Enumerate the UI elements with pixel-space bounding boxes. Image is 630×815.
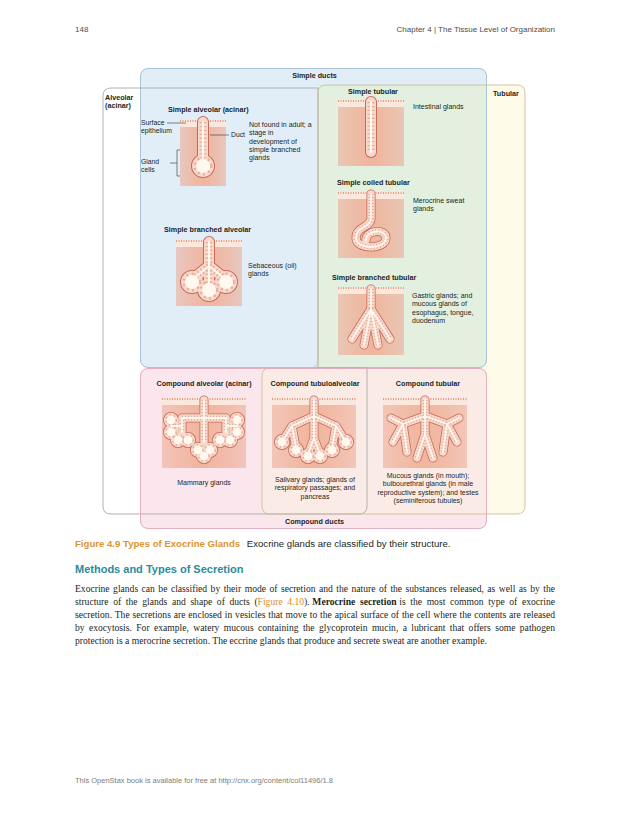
gland-example: Salivary glands; glands of respiratory p… <box>264 476 366 501</box>
figure-title: Figure 4.9 Types of Exocrine Glands <box>75 538 240 549</box>
gland-example: Mucous glands (in mouth); bulbourethral … <box>372 472 484 505</box>
figure-caption: Figure 4.9 Types of Exocrine Glands Exocr… <box>75 538 555 549</box>
gland-example: Sebaceous (oil) glands <box>248 262 306 279</box>
key-term: Merocrine secretion <box>312 596 396 607</box>
gland-panel: Compound tubularMucous glands (in mouth)… <box>372 377 486 513</box>
region-label: Tubular <box>493 90 523 98</box>
gland-name: Compound tubular <box>372 380 484 389</box>
region-outline: Tubular <box>262 85 525 514</box>
footer-note: This OpenStax book is available for free… <box>75 776 555 785</box>
body-paragraph: Exocrine glands can be classified by the… <box>75 582 555 647</box>
region-band: Compound alveolar (acinar) Mammary glands… <box>140 368 487 529</box>
page-number: 148 <box>75 25 135 34</box>
outline-path <box>262 85 525 514</box>
bracket <box>170 150 180 176</box>
compound-tubuloalveolar-gland <box>272 398 356 468</box>
gland-name: Compound alveolar (acinar) <box>148 380 260 389</box>
simple-tubular-gland <box>338 100 404 166</box>
gland-example: Not found in adult; a stage in developme… <box>249 121 312 162</box>
compound-tubular-gland <box>383 398 467 468</box>
leader-line <box>210 135 229 136</box>
region-outline-shape <box>103 88 367 514</box>
region-band: Simple alveolar (acinar) Not found in adu… <box>140 68 487 368</box>
simple-coiled-tubular-gland <box>338 192 404 258</box>
simple-ducts-fill <box>140 68 487 368</box>
part-label: Gland cells <box>141 158 171 174</box>
overlap-fill <box>262 368 487 514</box>
gland-panel: Simple branched alveolarSebaceous (oil) … <box>160 224 312 308</box>
gland-name: Simple alveolar (acinar) <box>168 106 298 115</box>
gland-name: Simple branched tubular <box>332 274 472 283</box>
simple-branched-tubular-gland <box>338 287 404 355</box>
gland-example: Mammary glands <box>148 479 260 487</box>
gland-panel: Simple branched tubularGastric glands; a… <box>328 272 487 358</box>
region-outline: Alveolar (acinar) <box>103 88 367 514</box>
figure-link: Figure 4.10 <box>258 596 304 607</box>
region-label: Simple ducts <box>141 72 488 80</box>
region-label: Compound ducts <box>141 518 488 526</box>
region-outline-shape <box>262 85 525 514</box>
gland-panel: Simple coiled tubularMerocrine sweat gla… <box>334 177 485 260</box>
gland-example: Merocrine sweat glands <box>413 197 483 214</box>
caption-text: Exocrine glands are classified by their … <box>247 538 451 549</box>
gland-panel: Compound alveolar (acinar) Mammary glands <box>148 377 262 495</box>
section-heading: Methods and Types of Secretion <box>75 563 555 575</box>
gland-name: Simple branched alveolar <box>164 226 304 235</box>
compound-ducts-fill <box>140 368 487 529</box>
paragraph-text: ). <box>304 596 310 607</box>
region-label: Alveolar (acinar) <box>105 94 138 111</box>
part-label: Duct <box>231 131 251 139</box>
gland-panel: Simple alveolar (acinar) Not found in adu… <box>165 104 314 190</box>
simple-alveolar-gland <box>180 120 226 186</box>
running-header: Chapter 4 | The Tissue Level of Organiza… <box>255 25 555 34</box>
gland-example: Intestinal glands <box>413 103 483 111</box>
compound-alveolar-gland <box>162 398 246 468</box>
leader-line <box>167 123 186 124</box>
gland-name: Simple coiled tubular <box>337 179 467 188</box>
gland-example: Gastric glands; and mucous glands of eso… <box>412 292 485 325</box>
outline-path <box>103 88 367 514</box>
overlap-fill <box>318 85 487 368</box>
gland-name: Simple tubular <box>348 88 468 97</box>
simple-branched-alveolar-gland <box>176 240 242 306</box>
gland-name: Compound tubuloalveolar <box>264 380 366 389</box>
gland-panel: Simple tubularIntestinal glands <box>334 86 485 168</box>
part-label: Surface epithelium <box>141 119 176 135</box>
gland-panel: Compound tubuloalveolarSalivary glands; … <box>264 377 368 509</box>
